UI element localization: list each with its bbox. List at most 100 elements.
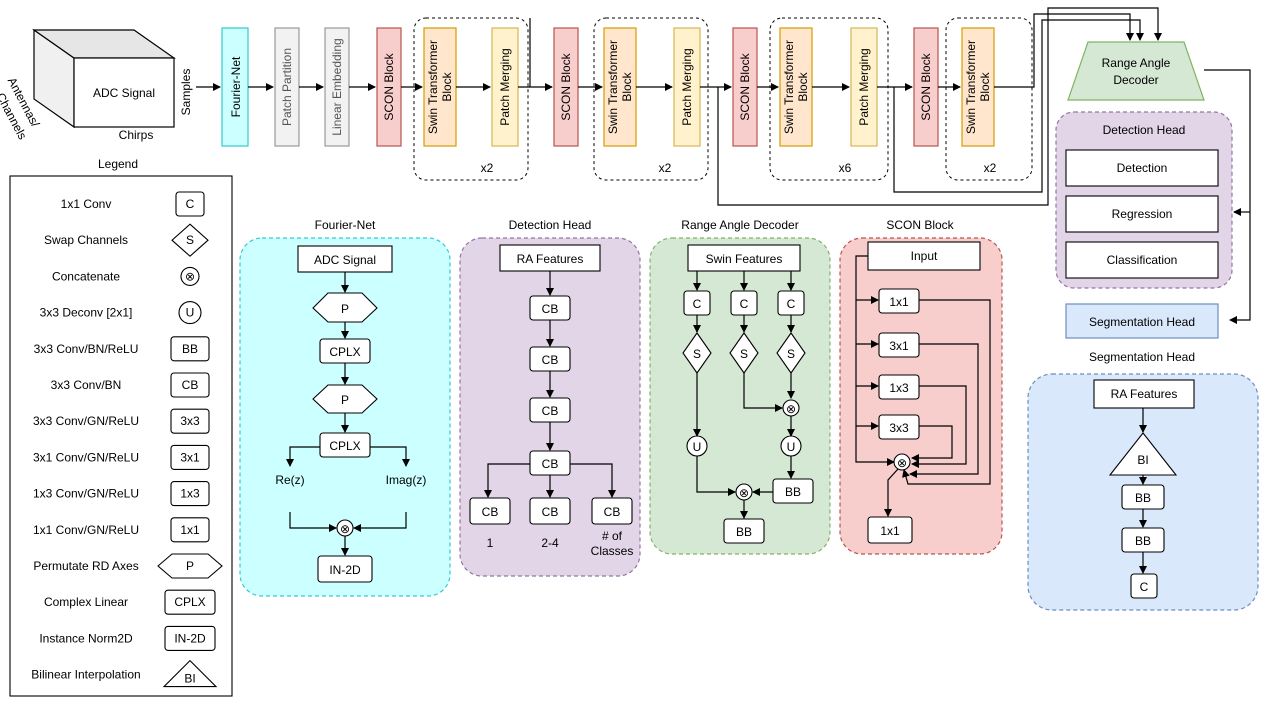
stage-group-2 (593, 17, 709, 181)
legend-symbol: CPLX (174, 595, 205, 609)
classification-box (1065, 241, 1219, 279)
svg-text:1: 1 (487, 536, 494, 550)
legend-symbol-shape (170, 481, 210, 507)
pipeline-arrows (196, 7, 1162, 206)
svg-text:Block: Block (978, 71, 992, 101)
legend-symbol-shape (171, 223, 209, 257)
svg-text:Patch Merging: Patch Merging (498, 48, 512, 125)
legend-symbol-shape (170, 517, 210, 543)
svg-text:ADC Signal: ADC Signal (314, 253, 376, 267)
legend-label: 3x3 Conv/BN (51, 378, 122, 392)
svg-text:RA Features: RA Features (517, 252, 584, 266)
svg-text:Range Angle: Range Angle (1102, 56, 1171, 70)
svg-text:Swin Transformer: Swin Transformer (782, 40, 796, 134)
legend-symbol: BB (182, 342, 198, 356)
legend-symbol-shape (162, 659, 218, 688)
svg-text:Block: Block (620, 71, 634, 101)
legend-symbol-shape (175, 191, 205, 217)
segmentation-head-box: Segmentation Head (1065, 303, 1219, 339)
svg-text:Imag(z): Imag(z) (386, 473, 427, 487)
scon-block-3: SCON Block (732, 27, 758, 147)
stage-group-4 (945, 17, 1033, 181)
svg-text:Fourier-Net: Fourier-Net (315, 218, 376, 232)
svg-text:BB: BB (785, 485, 801, 499)
svg-text:CB: CB (542, 404, 559, 418)
patch-partition-block: Patch Partition (274, 27, 300, 147)
svg-text:⊗: ⊗ (340, 522, 350, 536)
svg-text:Swin Transformer: Swin Transformer (606, 40, 620, 134)
svg-text:C: C (1140, 580, 1149, 594)
range-angle-decoder-block: Range Angle Decoder (1067, 41, 1205, 101)
svg-text:Segmentation Head: Segmentation Head (1089, 315, 1195, 329)
svg-text:Patch Merging: Patch Merging (857, 48, 871, 125)
legend-label: 1x1 Conv/GN/ReLU (33, 523, 139, 537)
segmentation-head-panel: Segmentation Head RA Features BI BB BB C (1027, 350, 1259, 611)
legend-label: 3x3 Conv/GN/ReLU (33, 414, 139, 428)
detection-head-title: Detection Head (1103, 123, 1186, 137)
legend-label: Swap Channels (44, 233, 128, 247)
swin-block-1: Swin Transformer Block (423, 27, 457, 147)
svg-text:Input: Input (911, 249, 938, 263)
svg-text:CB: CB (542, 353, 559, 367)
detection-box (1065, 149, 1219, 187)
legend-symbol-shape (164, 625, 216, 651)
svg-text:IN-2D: IN-2D (329, 563, 361, 577)
svg-text:CB: CB (542, 505, 559, 519)
fourier-net-block: Fourier-Net (221, 27, 249, 147)
legend-symbol: U (186, 306, 195, 320)
svg-text:# of: # of (602, 529, 623, 543)
legend-row: Concatenate⊗ (52, 266, 200, 286)
svg-text:C: C (740, 297, 749, 311)
svg-text:CB: CB (542, 457, 559, 471)
legend-label: 1x3 Conv/GN/ReLU (33, 487, 139, 501)
range-angle-decoder-panel: Range Angle Decoder Swin Features C C C … (649, 218, 831, 555)
svg-text:Detection: Detection (1117, 161, 1168, 175)
svg-text:S: S (693, 347, 701, 361)
svg-text:SCON Block: SCON Block (382, 52, 396, 120)
svg-text:3x3: 3x3 (889, 421, 909, 435)
scon-block-4: SCON Block (913, 27, 939, 147)
scon-block-2: SCON Block (553, 27, 579, 147)
swin-block-3: Swin Transformer Block (779, 27, 813, 147)
samples-label: Samples (179, 69, 193, 116)
svg-text:1x1: 1x1 (889, 295, 909, 309)
svg-text:CB: CB (542, 302, 559, 316)
legend-symbol: ⊗ (185, 269, 195, 283)
legend-symbol-shape (178, 301, 202, 325)
svg-text:RA Features: RA Features (1111, 387, 1178, 401)
linear-embedding-block: Linear Embedding (324, 27, 350, 147)
svg-text:Block: Block (440, 71, 454, 101)
legend-label: 1x1 Conv (61, 197, 112, 211)
svg-text:SCON Block: SCON Block (559, 52, 573, 120)
svg-text:Classes: Classes (591, 544, 634, 558)
legend-symbol: C (186, 197, 195, 211)
legend-symbol-shape (170, 408, 210, 434)
legend-symbol-shape (170, 336, 210, 362)
svg-text:S: S (787, 347, 795, 361)
scon-block-1: SCON Block (376, 27, 402, 147)
legend-panel (9, 175, 233, 697)
legend-row: 1x1 Conv C (61, 191, 205, 217)
svg-text:P: P (341, 302, 349, 316)
svg-text:U: U (787, 440, 796, 454)
svg-text:3x1: 3x1 (889, 339, 909, 353)
legend-symbol: 1x1 (180, 523, 200, 537)
detection-head-top: Detection Head Detection Regression Clas… (1055, 111, 1233, 289)
detection-head-panel: Detection Head RA Features CB CB CB CB C… (459, 218, 641, 577)
legend-row: Complex Linear CPLX (44, 589, 216, 615)
legend-label: Complex Linear (44, 595, 128, 609)
legend-symbol-shape (180, 266, 200, 286)
legend-symbol: 3x3 (180, 414, 200, 428)
legend-symbol-shape (170, 372, 210, 398)
legend-symbol: 3x1 (180, 450, 200, 464)
legend-symbol-shape (157, 553, 223, 579)
svg-text:⊗: ⊗ (739, 486, 749, 500)
